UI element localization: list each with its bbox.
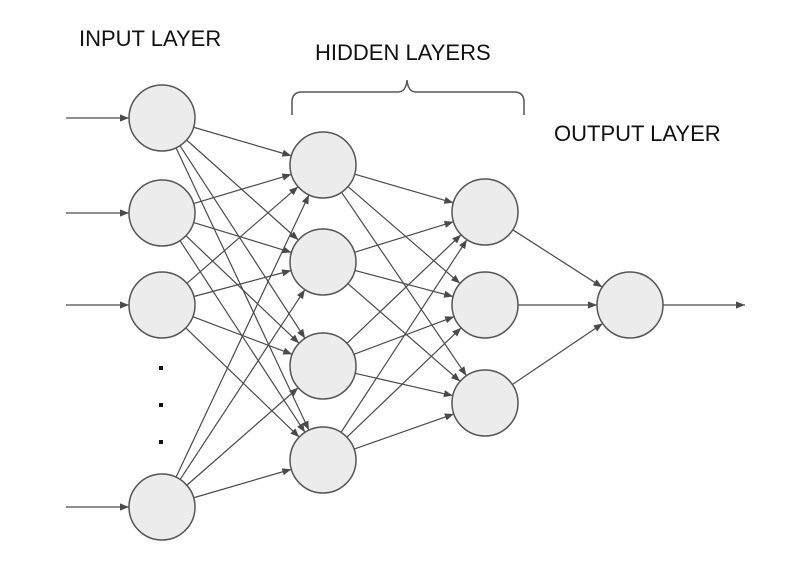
input-node xyxy=(128,179,196,247)
connection-edge xyxy=(179,289,306,480)
connection-edge xyxy=(346,234,462,344)
ellipsis-dot xyxy=(159,403,163,407)
connections xyxy=(66,114,745,511)
connection-edge xyxy=(175,194,310,478)
connection-edge xyxy=(347,186,461,284)
output-layer-label: OUTPUT LAYER xyxy=(554,121,721,146)
connection-edge xyxy=(185,235,300,344)
input-layer-label: INPUT LAYER xyxy=(79,26,222,51)
connection-edge xyxy=(179,145,306,339)
connection-edge xyxy=(347,283,461,382)
connection-edge xyxy=(193,468,292,499)
connection-edge xyxy=(186,186,299,284)
connection-edge xyxy=(193,126,292,157)
hidden-1-node xyxy=(289,228,357,296)
connection-edge xyxy=(354,173,454,204)
connection-edge xyxy=(193,222,292,254)
connection-edge xyxy=(193,269,292,298)
input-node xyxy=(128,473,196,541)
hidden-1-node xyxy=(289,332,357,400)
ellipsis-dot xyxy=(159,440,163,444)
connection-edge xyxy=(355,372,453,398)
hidden-1-node xyxy=(289,131,357,199)
connection-edge xyxy=(354,269,454,298)
hidden-2-node xyxy=(451,178,519,246)
input-node xyxy=(128,84,196,152)
connection-edge xyxy=(512,229,603,288)
neurons xyxy=(128,84,664,541)
output-node xyxy=(596,271,664,339)
connection-edge xyxy=(185,327,300,438)
connection-edge xyxy=(354,220,454,253)
connection-edge xyxy=(186,139,299,241)
connection-edge xyxy=(186,387,299,486)
hidden-1-node xyxy=(289,426,357,494)
hidden-layers-brace xyxy=(291,79,525,115)
input-node xyxy=(128,271,196,339)
hidden-layers-label: HIDDEN LAYERS xyxy=(315,40,491,65)
connection-edge xyxy=(512,322,603,386)
connection-edge xyxy=(346,327,462,438)
connection-edge xyxy=(340,239,468,433)
ellipsis-dot xyxy=(159,366,163,370)
hidden-2-node xyxy=(451,271,519,339)
hidden-2-node xyxy=(451,369,519,437)
connection-edge xyxy=(193,173,292,205)
connection-edge xyxy=(353,413,455,450)
